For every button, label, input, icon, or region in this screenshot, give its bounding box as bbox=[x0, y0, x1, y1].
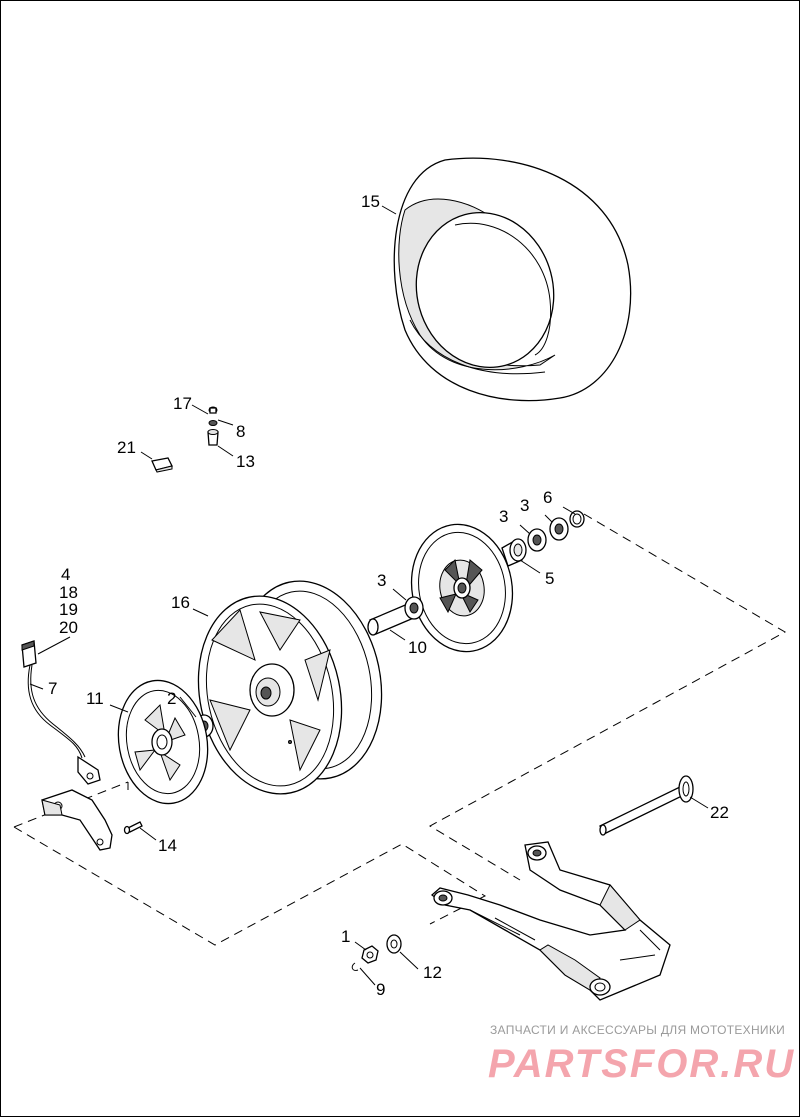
callout-16: 16 bbox=[171, 593, 190, 612]
wheel-speed-sensor bbox=[21, 640, 101, 785]
callout-8: 8 bbox=[236, 422, 245, 441]
wheel-spacer-and-bearing bbox=[367, 596, 424, 636]
callout-3-right-inner: 3 bbox=[499, 507, 508, 526]
callout-19: 19 bbox=[59, 600, 78, 619]
callout-13: 13 bbox=[236, 452, 255, 471]
callout-7: 7 bbox=[48, 679, 57, 698]
brake-disc bbox=[117, 679, 209, 805]
callout-11: 11 bbox=[86, 689, 104, 708]
callout-3-left: 3 bbox=[377, 571, 386, 590]
callout-9: 9 bbox=[376, 980, 385, 999]
callout-20: 20 bbox=[59, 618, 78, 637]
nut-washer-clip bbox=[351, 934, 402, 971]
callout-5: 5 bbox=[545, 569, 554, 588]
callout-numbers: 15 17 8 13 21 6 3 3 5 3 10 16 2 11 4 18 … bbox=[48, 192, 729, 999]
callout-21: 21 bbox=[117, 438, 136, 457]
rear-axle bbox=[599, 775, 694, 836]
callout-10: 10 bbox=[408, 638, 427, 657]
callout-14: 14 bbox=[158, 836, 177, 855]
callout-6: 6 bbox=[543, 488, 552, 507]
valve-stem-parts bbox=[207, 406, 219, 446]
callout-15: 15 bbox=[361, 192, 380, 211]
callout-4: 4 bbox=[61, 565, 70, 584]
leader-lines bbox=[29, 205, 709, 986]
rear-tire bbox=[393, 157, 632, 402]
callout-3-right-outer: 3 bbox=[520, 496, 529, 515]
watermark-brand-logo: PARTSFOR.RU bbox=[488, 1042, 795, 1086]
callout-2: 2 bbox=[167, 689, 176, 708]
callout-1: 1 bbox=[341, 927, 350, 946]
balance-weight bbox=[151, 457, 173, 473]
swingarm bbox=[430, 841, 671, 1001]
watermark: ЗАПЧАСТИ И АКСЕССУАРЫ ДЛЯ МОТОТЕХНИКИ PA… bbox=[488, 1023, 795, 1086]
caliper-bracket bbox=[41, 789, 113, 851]
callout-12: 12 bbox=[423, 963, 442, 982]
right-bearings-spacers bbox=[501, 510, 585, 567]
rear-wheel bbox=[197, 580, 383, 795]
screw bbox=[123, 821, 143, 835]
watermark-caption: ЗАПЧАСТИ И АКСЕССУАРЫ ДЛЯ МОТОТЕХНИКИ bbox=[490, 1023, 785, 1037]
rear-pulley bbox=[410, 523, 514, 653]
callout-22: 22 bbox=[710, 803, 729, 822]
callout-18: 18 bbox=[59, 583, 78, 602]
callout-17: 17 bbox=[173, 394, 192, 413]
